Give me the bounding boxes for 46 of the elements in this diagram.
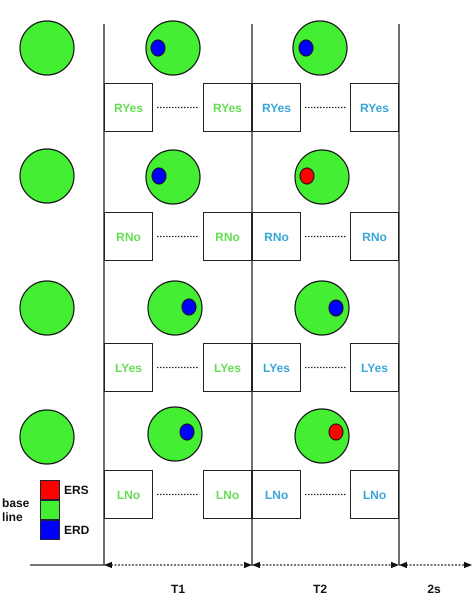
condition-label: RNo xyxy=(264,230,289,244)
condition-box xyxy=(203,470,252,519)
period-label: T2 xyxy=(313,582,327,596)
condition-label: RYes xyxy=(114,100,143,114)
legend-label: ERD xyxy=(64,523,90,537)
period-label: T1 xyxy=(171,582,185,596)
condition-label: LNo xyxy=(116,488,140,502)
dotted-connector xyxy=(305,106,346,108)
condition-label: LYes xyxy=(115,360,142,374)
legend-label: ERS xyxy=(64,483,89,497)
dotted-connector xyxy=(157,366,199,368)
dotted-connector xyxy=(305,366,346,368)
condition-label: LYes xyxy=(361,360,388,374)
condition-label: RYes xyxy=(213,100,242,114)
dotted-connector xyxy=(305,494,346,496)
condition-box xyxy=(203,212,252,261)
condition-label: LYes xyxy=(214,360,241,374)
condition-label: RNo xyxy=(362,230,387,244)
condition-box xyxy=(350,83,399,132)
condition-label: RYes xyxy=(262,100,291,114)
condition-box xyxy=(350,343,399,392)
condition-label: LYes xyxy=(263,360,290,374)
condition-label: LNo xyxy=(216,488,240,502)
condition-box xyxy=(104,343,153,392)
condition-label: RNo xyxy=(215,230,240,244)
condition-label: LNo xyxy=(362,488,386,502)
dotted-connector xyxy=(157,494,199,496)
condition-box xyxy=(203,83,252,132)
condition-box xyxy=(104,212,153,261)
dotted-connector xyxy=(157,106,199,108)
dotted-connector xyxy=(157,236,199,238)
condition-box xyxy=(252,212,301,261)
legend-label: base line xyxy=(2,496,30,524)
condition-box xyxy=(104,470,153,519)
condition-box xyxy=(104,83,153,132)
dotted-connector xyxy=(305,236,346,238)
condition-box xyxy=(252,470,301,519)
condition-label: LNo xyxy=(264,488,288,502)
condition-label: RYes xyxy=(360,100,389,114)
condition-label: RNo xyxy=(116,230,141,244)
period-label: 2s xyxy=(427,582,441,596)
condition-box xyxy=(252,83,301,132)
condition-box xyxy=(350,212,399,261)
condition-box xyxy=(350,470,399,519)
condition-box xyxy=(252,343,301,392)
condition-box xyxy=(203,343,252,392)
